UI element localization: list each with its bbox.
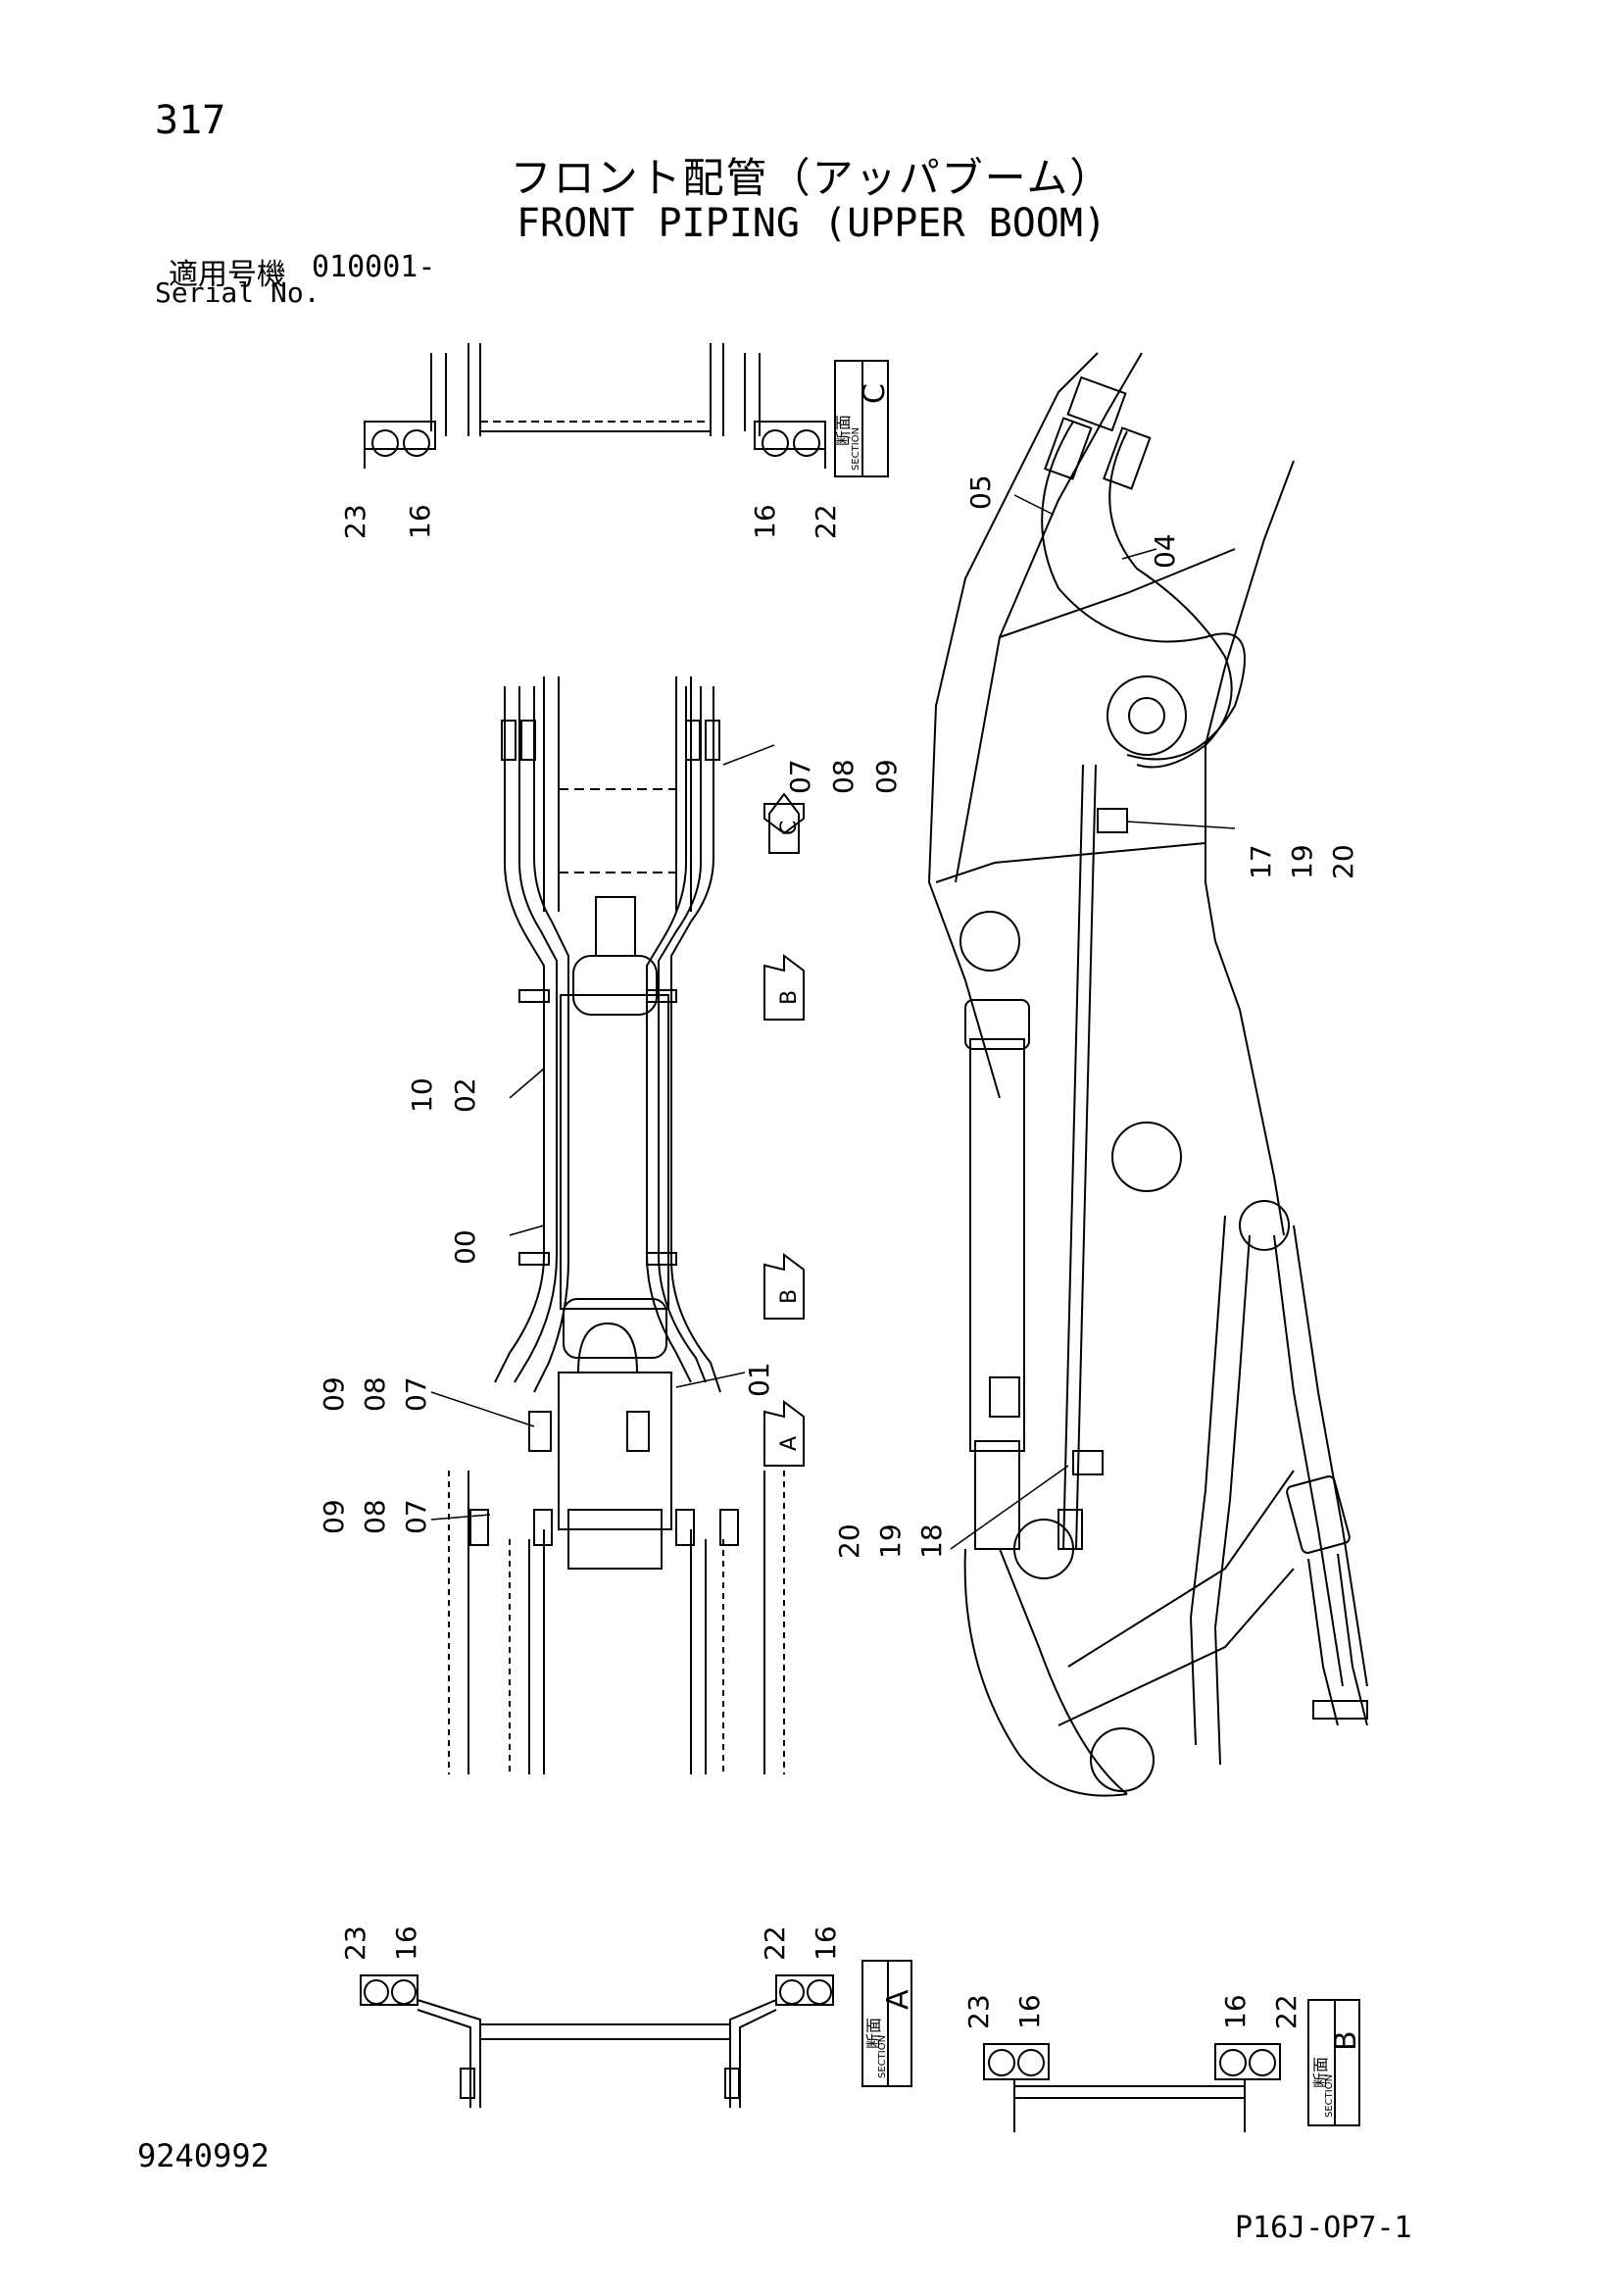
section-c-section-word: SECTION	[851, 427, 861, 471]
part-label-23: 23	[962, 1994, 995, 2029]
section-b-dan-men: 断面	[1311, 2057, 1330, 2088]
section-c-detail	[364, 343, 826, 469]
section-arrow-c: C	[763, 792, 805, 854]
part-label-23: 23	[339, 504, 371, 539]
part-label-22: 22	[810, 504, 842, 539]
part-label-00: 00	[449, 1229, 481, 1265]
side-view-leader-lines	[950, 494, 1236, 1550]
part-label-09: 09	[318, 1376, 350, 1412]
section-a-dan-men: 断面	[864, 2018, 883, 2049]
arrow-label-b: B	[777, 1289, 802, 1304]
title-japanese: フロント配管（アッパブーム）	[510, 154, 1113, 202]
boom-side-view	[927, 352, 1368, 1797]
part-label-08: 08	[827, 759, 860, 794]
part-label-04: 04	[1149, 533, 1181, 569]
part-label-16: 16	[1219, 1994, 1252, 2029]
part-label-07: 07	[400, 1499, 432, 1534]
section-a-section-word: SECTION	[877, 2035, 888, 2078]
part-label-18: 18	[915, 1523, 948, 1559]
section-c-box: 断面 SECTION C	[834, 360, 892, 477]
section-a-labels: 23 16 22 16	[339, 1925, 842, 1961]
section-arrow-b-upper: B	[763, 954, 805, 1021]
serial-label-english: Serial No.	[155, 276, 320, 309]
page-number: 317	[155, 98, 226, 143]
arrow-label-c: C	[777, 821, 802, 835]
part-label-22: 22	[1270, 1994, 1303, 2029]
center-leader-lines	[430, 744, 775, 1521]
part-label-02: 02	[449, 1077, 481, 1113]
part-label-16: 16	[1013, 1994, 1046, 2029]
side-view-labels: 05 04 17 19 20 20 19 18	[833, 474, 1359, 1559]
section-b-box: 断面 SECTION B	[1307, 1999, 1363, 2126]
drawing-code: P16J-OP7-1	[1235, 2211, 1412, 2245]
part-label-10: 10	[406, 1077, 438, 1113]
section-b-section-word: SECTION	[1324, 2074, 1335, 2118]
part-label-23: 23	[339, 1925, 371, 1961]
title-english: FRONT PIPING (UPPER BOOM)	[516, 201, 1107, 246]
boom-pipes-top-view	[448, 676, 785, 1774]
section-arrow-a: A	[763, 1400, 805, 1467]
part-label-07: 07	[400, 1376, 432, 1412]
part-label-16: 16	[404, 504, 436, 539]
section-a-letter: A	[881, 1989, 915, 2010]
part-label-16: 16	[390, 1925, 422, 1961]
section-a-detail	[360, 1974, 834, 2108]
part-label-16: 16	[749, 504, 781, 539]
arrow-label-b: B	[777, 990, 802, 1005]
serial-number-value: 010001-	[312, 250, 436, 284]
section-a-box: 断面 SECTION A	[861, 1960, 915, 2087]
arrow-label-a: A	[777, 1436, 802, 1451]
part-label-22: 22	[759, 1925, 791, 1961]
section-b-labels: 23 16 16 22	[962, 1994, 1303, 2029]
part-label-09: 09	[318, 1499, 350, 1534]
serial-label-japanese: 適用号機	[169, 258, 286, 292]
section-b-detail	[983, 2043, 1281, 2132]
part-label-16: 16	[810, 1925, 842, 1961]
part-label-07: 07	[784, 759, 816, 794]
part-label-20: 20	[833, 1523, 865, 1559]
document-number: 9240992	[137, 2137, 270, 2174]
part-label-19: 19	[1286, 844, 1318, 879]
part-label-08: 08	[359, 1376, 391, 1412]
part-label-09: 09	[870, 759, 903, 794]
section-c-letter: C	[858, 383, 892, 404]
part-label-05: 05	[964, 474, 997, 510]
section-arrow-b-lower: B	[763, 1253, 805, 1320]
section-c-labels: 23 16 16 22	[339, 504, 842, 539]
center-labels: 07 08 09 10 02 00 01 09 08 07 09 08 07	[318, 759, 903, 1534]
part-label-08: 08	[359, 1499, 391, 1534]
part-label-19: 19	[874, 1523, 907, 1559]
section-b-letter: B	[1329, 2030, 1363, 2051]
section-c-dan-men: 断面	[834, 415, 853, 446]
part-label-20: 20	[1327, 844, 1359, 879]
part-label-01: 01	[743, 1362, 775, 1397]
part-label-17: 17	[1245, 844, 1277, 879]
